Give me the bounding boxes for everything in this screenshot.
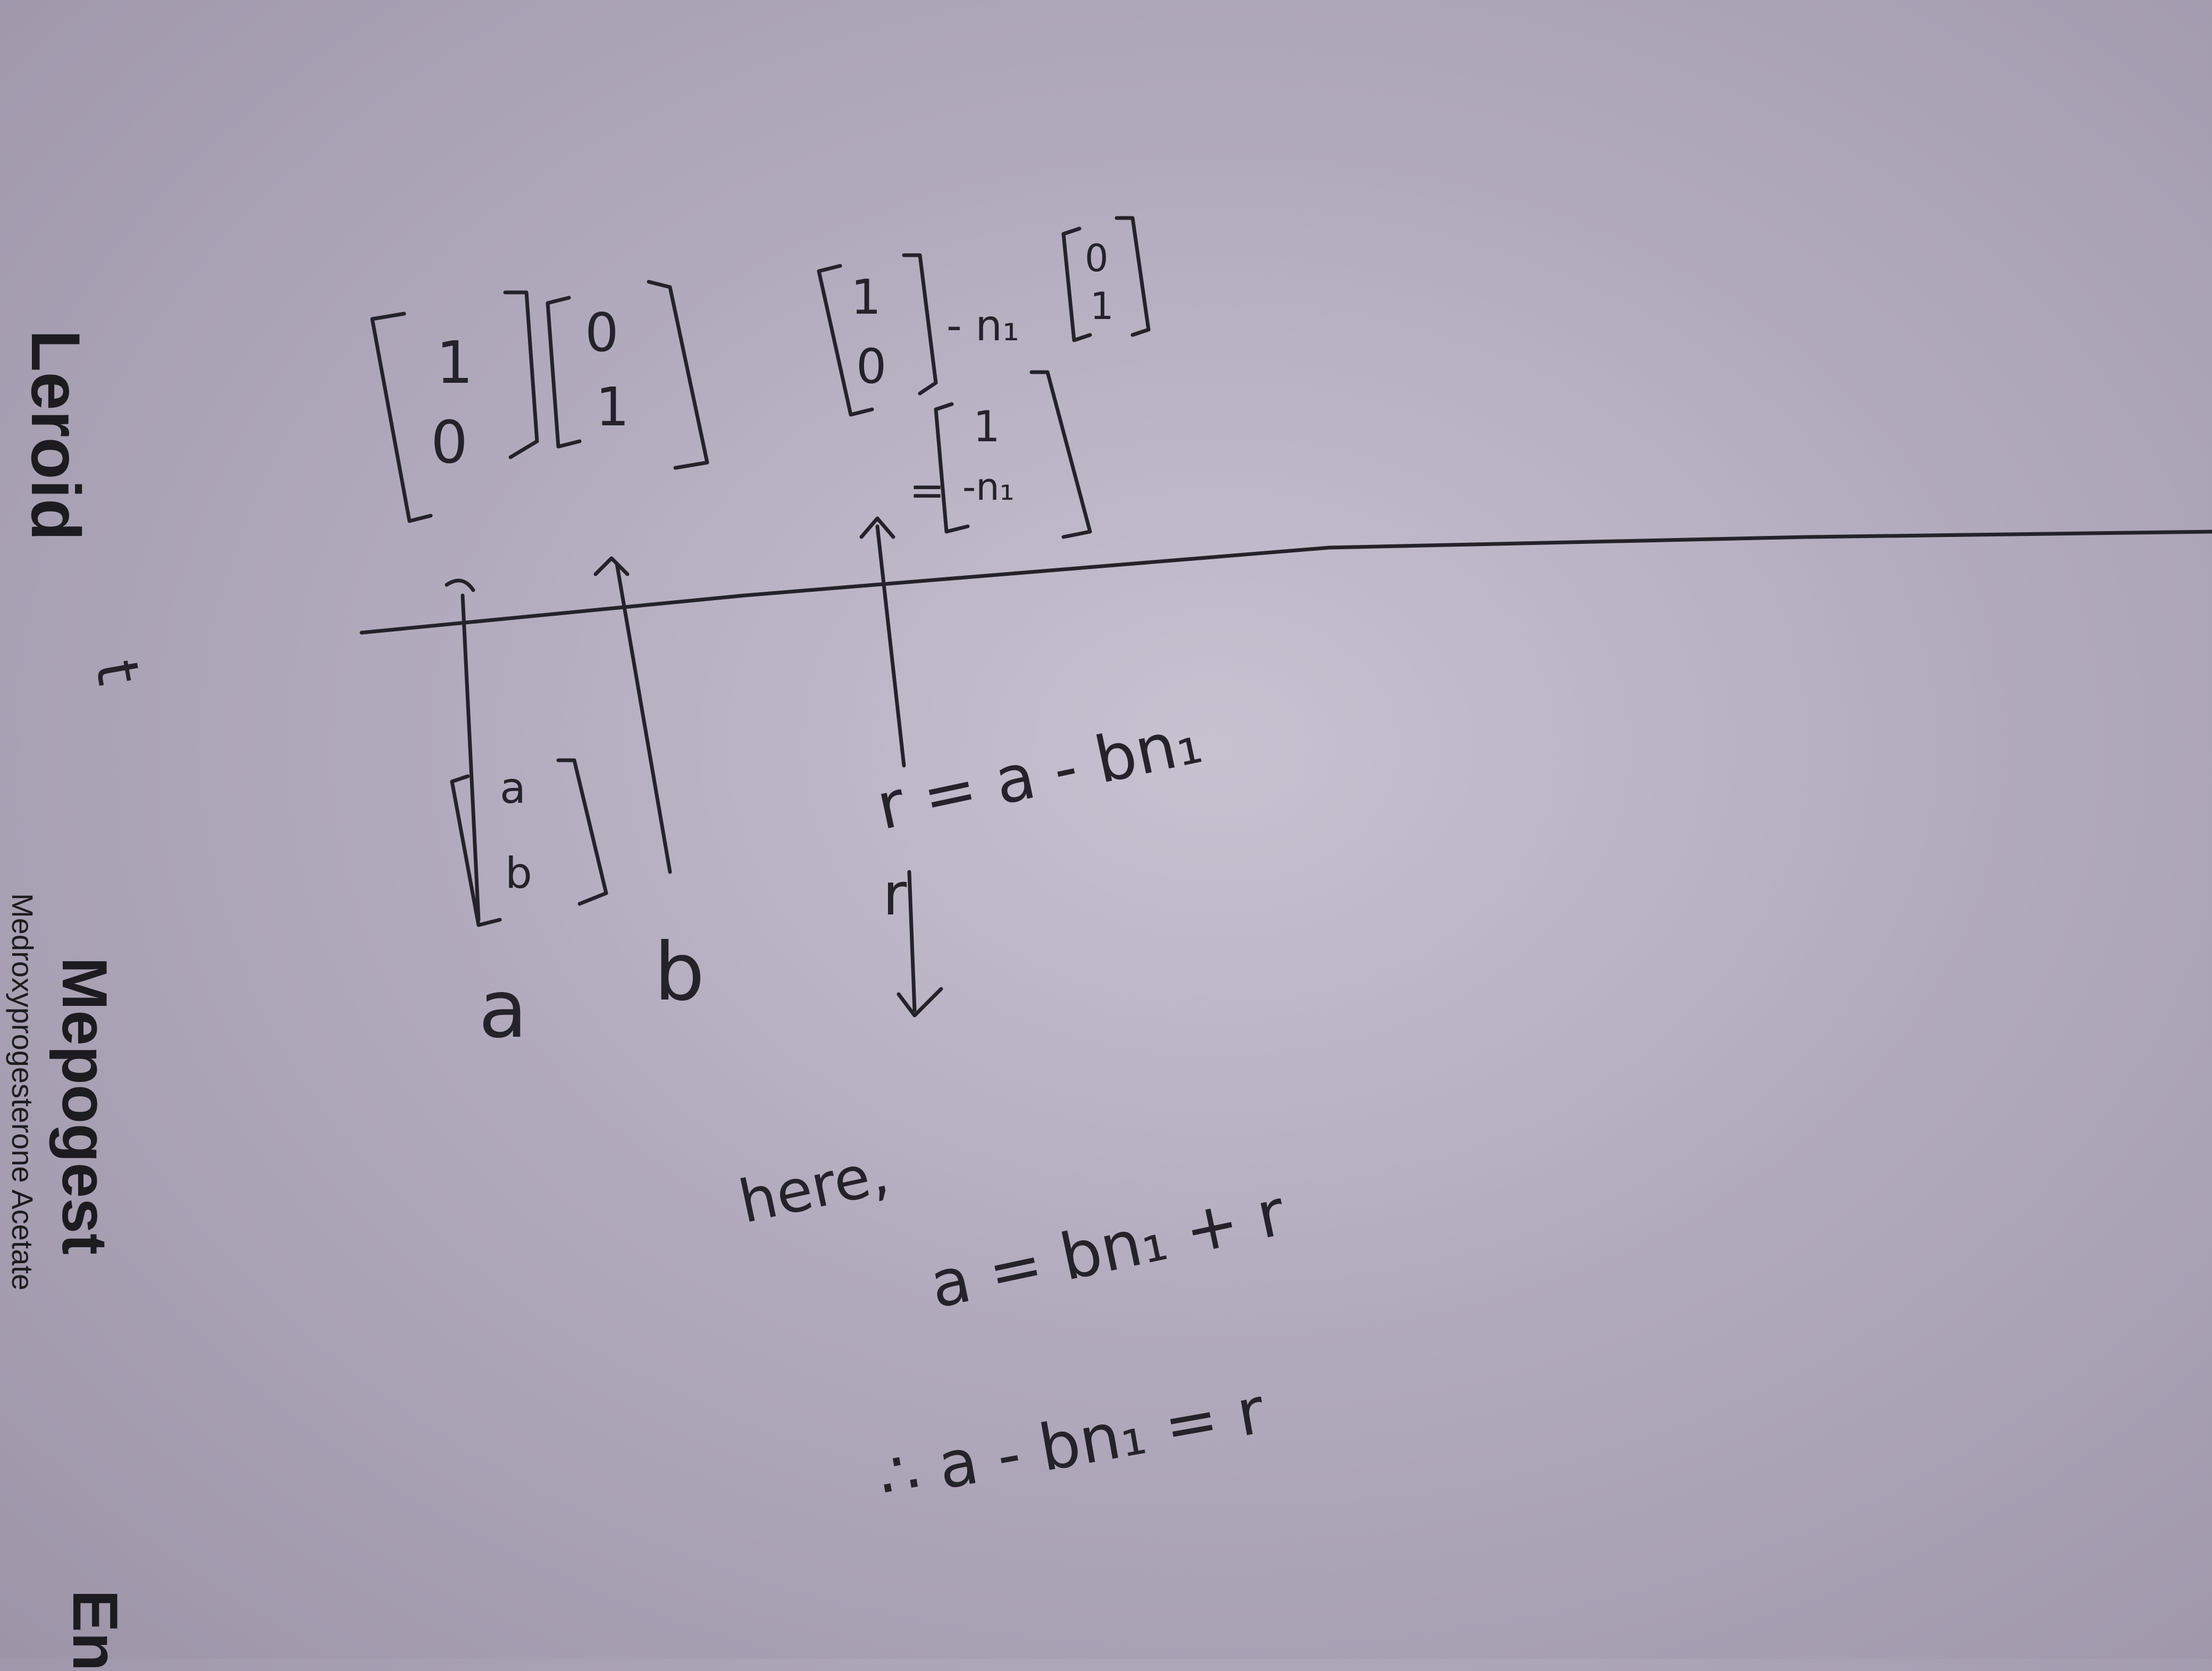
arrow-r-down — [896, 870, 943, 1018]
mark-t: t — [82, 655, 153, 690]
vector-e1-top: 1 — [436, 329, 473, 397]
svg-text:=: = — [909, 466, 945, 515]
svg-text:1: 1 — [1090, 284, 1114, 328]
label-b: b — [654, 926, 705, 1019]
here-label: here, — [733, 1138, 894, 1236]
result-vector: = 1 -n₁ — [909, 370, 1092, 539]
arrow-b — [593, 556, 672, 874]
svg-text:b: b — [505, 849, 532, 898]
horizontal-rule — [359, 530, 2212, 635]
label-a: a — [479, 963, 527, 1056]
svg-text:0: 0 — [856, 339, 886, 394]
svg-text:1: 1 — [973, 402, 1000, 451]
minus-n1: - n₁ — [946, 301, 1019, 350]
equation-2: ∴ a - bn₁ = r — [873, 1374, 1270, 1514]
svg-text:1: 1 — [851, 270, 881, 325]
svg-text:a: a — [500, 763, 526, 813]
svg-text:-n₁: -n₁ — [962, 465, 1015, 509]
svg-text:0: 0 — [1085, 237, 1109, 280]
expression-e1-minus-n1-e2: 1 0 - n₁ 0 1 — [817, 216, 1151, 417]
vector-e2-top: 0 — [585, 301, 619, 364]
remainder-symbol: r — [883, 860, 907, 928]
arrow-r-up — [859, 516, 906, 768]
vector-e1: 1 0 — [370, 290, 539, 523]
vector-e2-bottom: 1 — [596, 376, 630, 438]
equation-1: a = bn₁ + r — [924, 1176, 1292, 1323]
vector-e1-bottom: 0 — [431, 408, 468, 476]
vector-ab: a b — [450, 758, 608, 927]
vector-e2: 0 1 — [546, 280, 709, 470]
remainder-equation: r = a - bn₁ — [870, 704, 1208, 845]
arrow-a — [445, 578, 481, 922]
